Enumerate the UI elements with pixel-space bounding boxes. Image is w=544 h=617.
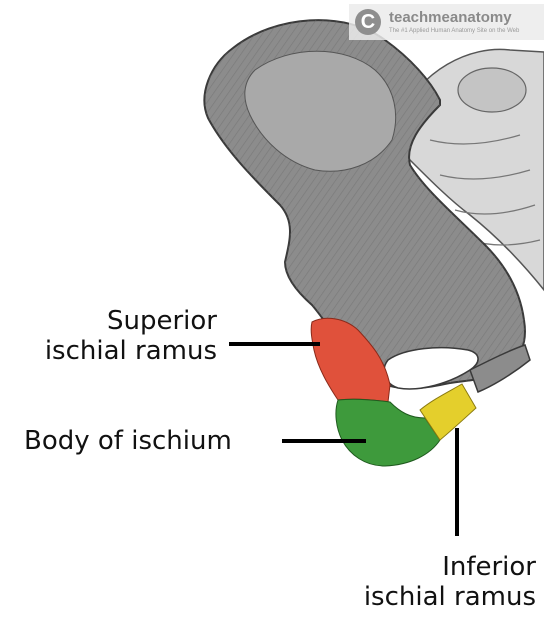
label-inferior-ischial-ramus: Inferior ischial ramus — [336, 552, 536, 612]
label-line: ischial ramus — [12, 336, 217, 366]
label-line: Inferior — [336, 552, 536, 582]
teachmeanatomy-watermark: C teachmeanatomy The #1 Applied Human An… — [349, 4, 544, 40]
watermark-brand: teachmeanatomy — [389, 9, 512, 26]
copyright-logo-icon: C — [355, 9, 381, 35]
watermark-tagline: The #1 Applied Human Anatomy Site on the… — [389, 28, 519, 34]
label-line: Superior — [12, 306, 217, 336]
label-line: ischial ramus — [336, 582, 536, 612]
label-superior-ischial-ramus: Superior ischial ramus — [12, 306, 217, 366]
label-body-of-ischium: Body of ischium — [24, 426, 232, 456]
